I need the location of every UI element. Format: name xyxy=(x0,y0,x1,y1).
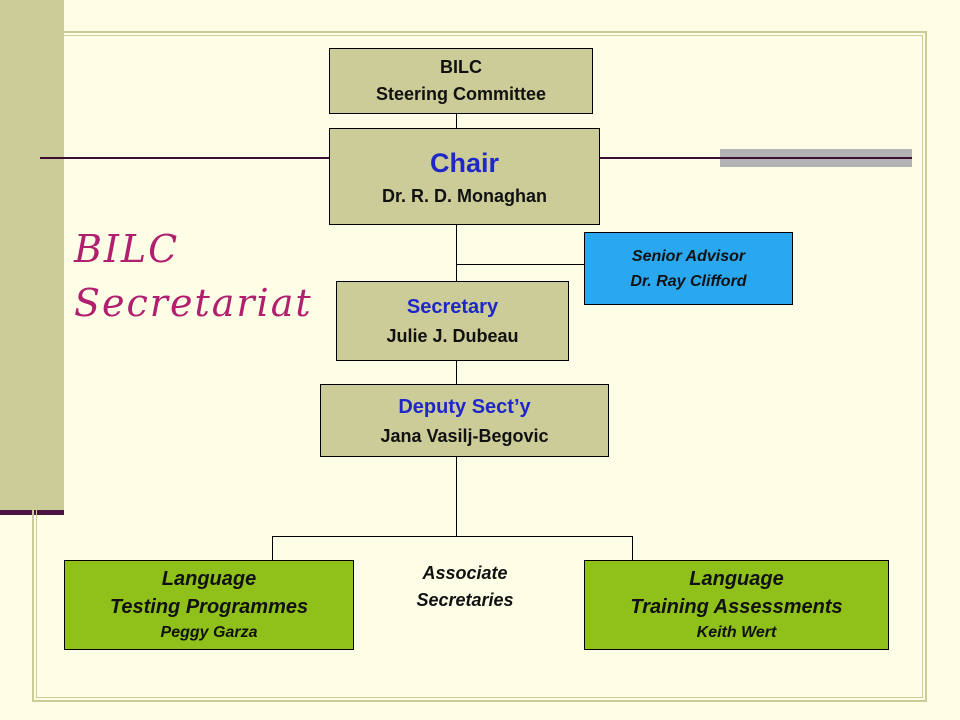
connector-deputy-branch xyxy=(456,456,457,536)
chair-title: Chair xyxy=(429,147,500,178)
deputy-title: Deputy Sect’y xyxy=(398,395,531,418)
slide-title: BILC Secretariat xyxy=(74,222,334,330)
connector-training-drop xyxy=(632,536,633,560)
associates-line1: Associate xyxy=(422,563,508,583)
steering-line2: Steering Committee xyxy=(375,84,547,104)
training-assessments-box: Language Training Assessments Keith Wert xyxy=(584,560,889,650)
slide-frame-inner xyxy=(36,35,923,698)
secretary-name: Julie J. Dubeau xyxy=(386,326,519,346)
steering-line1: BILC xyxy=(440,57,482,77)
testing-line2: Testing Programmes xyxy=(109,596,309,618)
associate-secretaries-label: Associate Secretaries xyxy=(380,560,550,614)
connector-testing-drop xyxy=(272,536,273,560)
connector-chair-secretary xyxy=(456,224,457,282)
title-grey-bar xyxy=(720,149,912,167)
steering-committee-box: BILC Steering Committee xyxy=(329,48,593,114)
chair-name: Dr. R. D. Monaghan xyxy=(381,185,547,206)
secretary-box: Secretary Julie J. Dubeau xyxy=(336,281,569,361)
advisor-title: Senior Advisor xyxy=(631,247,746,265)
deputy-name: Jana Vasilj-Begovic xyxy=(380,425,549,446)
connector-secretary-deputy xyxy=(456,360,457,385)
slide-title-line2: Secretariat xyxy=(74,281,313,325)
advisor-name: Dr. Ray Clifford xyxy=(630,272,747,290)
training-line2: Training Assessments xyxy=(630,596,843,618)
senior-advisor-box: Senior Advisor Dr. Ray Clifford xyxy=(584,232,793,305)
secretary-title: Secretary xyxy=(406,296,499,318)
testing-line1: Language xyxy=(161,568,257,590)
associates-line2: Secretaries xyxy=(416,590,514,610)
training-line1: Language xyxy=(689,568,784,590)
testing-name: Peggy Garza xyxy=(160,624,258,641)
training-name: Keith Wert xyxy=(696,624,777,641)
testing-programmes-box: Language Testing Programmes Peggy Garza xyxy=(64,560,354,650)
slide-frame-outer xyxy=(32,31,927,702)
connector-advisor-branch xyxy=(456,264,585,265)
slide-title-line1: BILC xyxy=(74,227,180,271)
chair-box: Chair Dr. R. D. Monaghan xyxy=(329,128,600,225)
connector-associates-horizontal xyxy=(272,536,633,537)
title-rule-left xyxy=(40,157,330,159)
deputy-box: Deputy Sect’y Jana Vasilj-Begovic xyxy=(320,384,609,457)
connector-steering-chair xyxy=(456,113,457,129)
